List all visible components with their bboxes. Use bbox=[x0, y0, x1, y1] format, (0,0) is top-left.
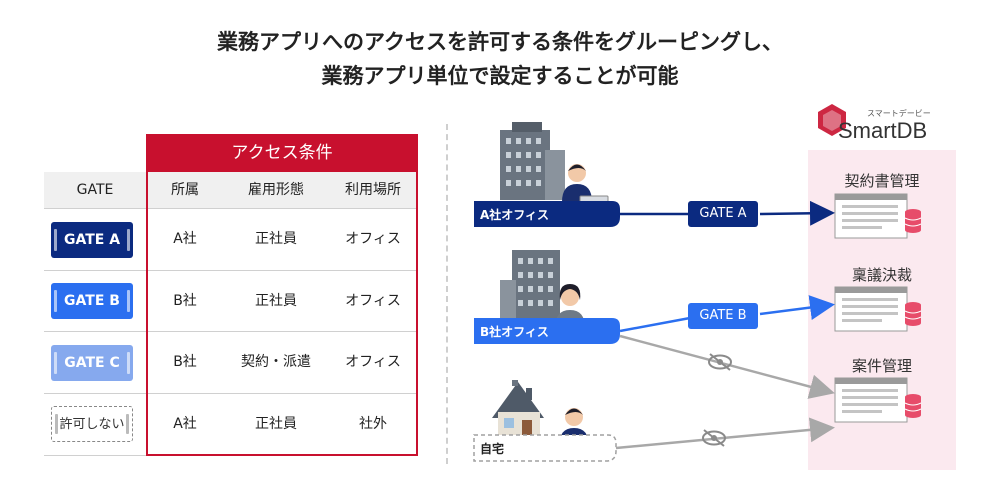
table-cell: オフィス bbox=[345, 354, 401, 370]
person-with-laptop-icon bbox=[562, 164, 609, 215]
employment-column-header: 雇用形態 bbox=[248, 182, 304, 198]
app-window-icon bbox=[834, 193, 922, 239]
eye-slash-icon bbox=[702, 429, 726, 447]
flow-gate-a-tag: GATE A bbox=[688, 201, 758, 227]
table-header-background bbox=[44, 172, 418, 208]
table-cell: 契約・派遣 bbox=[241, 354, 311, 370]
table-cell: A社 bbox=[173, 231, 197, 247]
gate-b-badge: GATE B bbox=[51, 283, 133, 319]
row-divider bbox=[44, 331, 418, 332]
app-label-contract: 契約書管理 bbox=[844, 172, 920, 190]
table-cell: 正社員 bbox=[255, 231, 297, 247]
office-building-icon bbox=[500, 122, 565, 200]
logo-kana: スマートデービー bbox=[867, 109, 931, 118]
app-window-icon bbox=[834, 377, 922, 423]
page-title-line-1: 業務アプリへのアクセスを許可する条件をグルーピングし、 bbox=[217, 30, 783, 54]
gate-a-badge: GATE A bbox=[51, 222, 133, 258]
home-label: 自宅 bbox=[480, 442, 505, 456]
location-column-header: 利用場所 bbox=[345, 182, 401, 198]
table-cell: B社 bbox=[173, 354, 197, 370]
house-icon bbox=[492, 380, 544, 440]
app-label-project: 案件管理 bbox=[851, 357, 912, 375]
table-cell: 正社員 bbox=[255, 416, 297, 432]
section-divider bbox=[446, 124, 448, 464]
page-title-line-2: 業務アプリ単位で設定することが可能 bbox=[321, 64, 679, 88]
a-office-label: A社オフィス bbox=[480, 208, 550, 222]
table-cell: B社 bbox=[173, 293, 197, 309]
table-cell: 正社員 bbox=[255, 293, 297, 309]
row-divider bbox=[44, 208, 418, 209]
access-conditions-header: アクセス条件 bbox=[146, 134, 418, 172]
table-cell: オフィス bbox=[345, 231, 401, 247]
table-cell: A社 bbox=[173, 416, 197, 432]
b-office-label: B社オフィス bbox=[480, 325, 549, 339]
affiliation-column-header: 所属 bbox=[171, 182, 199, 198]
gate-column-header: GATE bbox=[76, 182, 114, 198]
not-allowed-badge: 許可しない bbox=[51, 406, 133, 442]
app-window-icon bbox=[834, 286, 922, 332]
office-building-icon bbox=[500, 250, 560, 320]
app-label-approval: 稟議決裁 bbox=[851, 266, 912, 284]
eye-slash-icon bbox=[708, 353, 732, 371]
flow-gate-b-tag: GATE B bbox=[688, 303, 758, 329]
table-cell: オフィス bbox=[345, 293, 401, 309]
logo-text: SmartDB bbox=[838, 118, 928, 143]
gate-c-badge: GATE C bbox=[51, 345, 133, 381]
table-cell: 社外 bbox=[359, 416, 387, 432]
row-divider bbox=[44, 270, 418, 271]
row-divider bbox=[44, 393, 418, 394]
